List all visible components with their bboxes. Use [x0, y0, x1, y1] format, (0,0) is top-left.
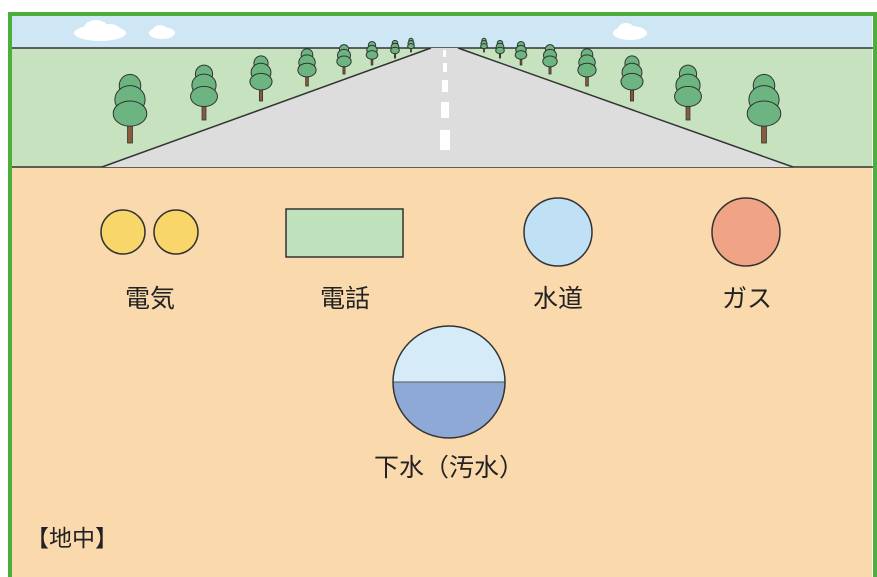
water-pipe — [523, 197, 593, 267]
tree — [480, 37, 488, 53]
frame-border — [8, 12, 877, 577]
tree — [112, 73, 148, 144]
telephone-duct — [285, 208, 404, 258]
underground-label: 【地中】 — [26, 526, 118, 552]
electric-cable-circle-2 — [153, 209, 199, 255]
tree — [365, 40, 379, 66]
tree — [390, 39, 400, 59]
road-left-edge — [101, 47, 432, 168]
tree — [620, 55, 644, 102]
tree — [407, 37, 415, 53]
tree — [336, 44, 352, 75]
sewer-label: 下水（汚水） — [373, 453, 525, 482]
water-label: 水道 — [532, 284, 584, 313]
road-center-dashes — [440, 50, 450, 150]
cloud-left-small — [149, 25, 175, 39]
roadside-trees — [112, 37, 782, 144]
road-right-edge — [457, 47, 794, 168]
tree — [495, 39, 505, 59]
tree — [190, 64, 218, 121]
gas-label: ガス — [721, 284, 773, 313]
sky — [10, 14, 872, 48]
tree — [249, 55, 273, 102]
telephone-label: 電話 — [319, 284, 371, 313]
tree — [577, 48, 597, 87]
tree — [674, 64, 702, 121]
electric-label: 電気 — [124, 284, 176, 313]
gas-pipe — [711, 197, 781, 267]
tree — [514, 40, 528, 66]
electric-cable-circle-1 — [100, 209, 146, 255]
cloud-right — [613, 23, 647, 40]
cloud-left — [74, 20, 126, 41]
tree — [746, 73, 782, 144]
tree — [542, 44, 558, 75]
tree — [297, 48, 317, 87]
